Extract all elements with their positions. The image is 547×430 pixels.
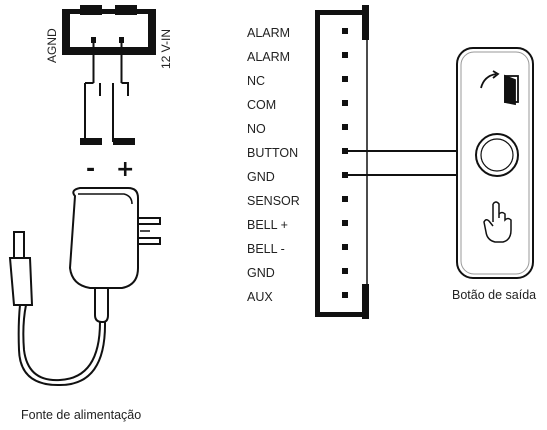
door-exit-icon <box>480 70 519 106</box>
minus-label: - <box>86 157 95 182</box>
pin-label: BELL + <box>247 218 288 232</box>
pin-label: COM <box>247 98 276 112</box>
pin-label: GND <box>247 170 275 184</box>
minus-terminal <box>80 138 102 145</box>
power-adapter-icon <box>8 187 161 387</box>
plus-label: + <box>116 157 134 182</box>
pin-label: AUX <box>247 290 273 304</box>
power-supply-caption: Fonte de alimentação <box>21 408 141 422</box>
push-button-icon <box>475 133 519 177</box>
pin-label: NC <box>247 74 265 88</box>
pin-label: ALARM <box>247 26 290 40</box>
pin-label: BUTTON <box>247 146 298 160</box>
pin-label: BELL - <box>247 242 285 256</box>
hand-press-icon <box>483 201 512 243</box>
pin-contacts <box>342 28 348 298</box>
power-connector: AGND 12 V-IN <box>45 5 173 69</box>
pin-labels: ALARM ALARM NC COM NO BUTTON GND SENSOR … <box>247 26 300 304</box>
pin-label: NO <box>247 122 266 136</box>
exit-button-panel <box>456 47 534 279</box>
pin-label: ALARM <box>247 50 290 64</box>
pin-label: SENSOR <box>247 194 300 208</box>
exit-button-caption: Botão de saída <box>452 288 536 302</box>
agnd-label: AGND <box>45 28 59 63</box>
button-wires <box>346 150 457 176</box>
pin-label: GND <box>247 266 275 280</box>
plus-terminal <box>113 138 135 145</box>
terminal-block <box>315 5 369 319</box>
power-wires <box>84 43 129 142</box>
12v-in-label: 12 V-IN <box>159 29 173 69</box>
